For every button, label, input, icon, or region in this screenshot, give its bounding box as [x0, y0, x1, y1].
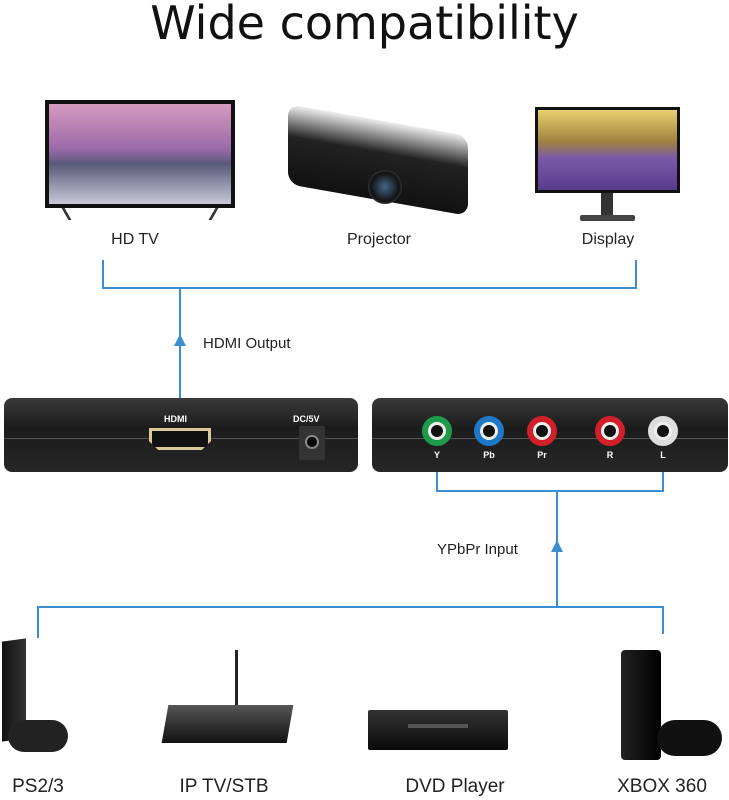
display-label: Display [581, 231, 635, 248]
port-y [422, 416, 452, 446]
hdmi-port-label: HDMI [164, 414, 187, 424]
iptv-stb-label: IP TV/STB [179, 776, 269, 797]
port-r-label: R [606, 450, 614, 460]
projector-label: Projector [346, 231, 412, 248]
xbox-360-label: XBOX 360 [617, 776, 707, 797]
connector-line [635, 260, 637, 289]
hdmi-port [149, 428, 211, 450]
arrow-up-icon [551, 540, 563, 552]
converter-input-side: Y Pb Pr R L [372, 398, 728, 472]
port-l-label: L [660, 450, 666, 460]
hd-tv-label: HD TV [111, 231, 159, 248]
dc-port-label: DC/5V [293, 414, 320, 424]
connector-line [662, 606, 664, 634]
ypbpr-input-label: YPbPr Input [437, 541, 518, 558]
port-pr-label: Pr [537, 450, 547, 460]
port-l [648, 416, 678, 446]
xbox-360-image [617, 650, 729, 765]
port-r [595, 416, 625, 446]
dc-power-port [299, 426, 325, 460]
connector-line [436, 490, 664, 492]
connector-line [37, 606, 664, 608]
projector-image [288, 100, 476, 220]
page-title: Wide compatibility [150, 0, 579, 50]
connector-line [436, 472, 438, 492]
connector-line [662, 472, 664, 492]
port-y-label: Y [433, 450, 440, 460]
connector-line [102, 287, 637, 289]
port-pr [527, 416, 557, 446]
dvd-player-image [368, 710, 508, 750]
iptv-stb-image [160, 650, 295, 755]
arrow-up-icon [174, 334, 186, 346]
hdmi-output-label: HDMI Output [203, 335, 291, 352]
connector-line [37, 606, 39, 638]
connector-line [102, 260, 104, 289]
converter-output-side: HDMI DC/5V [4, 398, 358, 472]
port-pb [474, 416, 504, 446]
ps2-image [0, 638, 95, 760]
hd-tv-image [45, 100, 235, 220]
ps2-label: PS2/3 [12, 776, 64, 797]
display-image [535, 107, 680, 222]
dvd-player-label: DVD Player [405, 776, 505, 797]
port-pb-label: Pb [483, 450, 495, 460]
